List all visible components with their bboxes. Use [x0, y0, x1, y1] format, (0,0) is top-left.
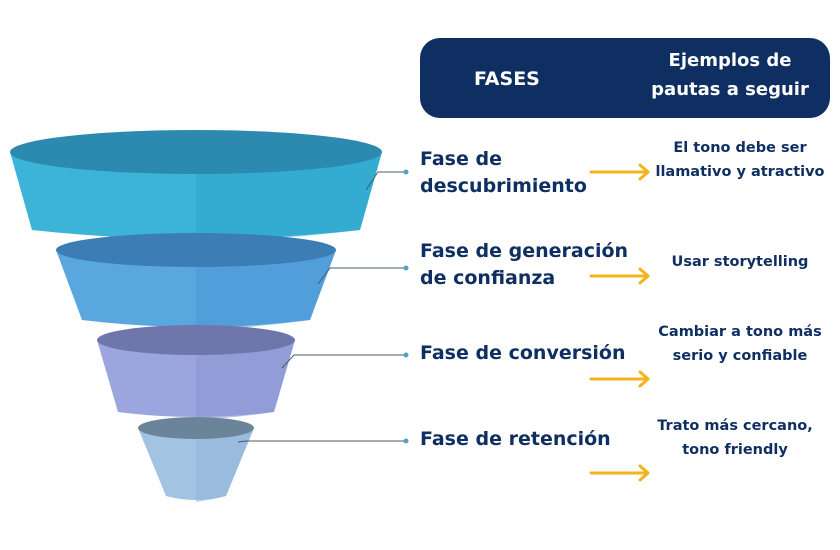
connector-line-2 [317, 267, 404, 285]
example-text-descubrimiento: El tono debe ser llamativo y atractivo [655, 140, 825, 180]
funnel-segment-2 [56, 233, 336, 330]
phase-label-descubrimiento: Fase de descubrimiento [420, 148, 587, 197]
phase-label-retencion: Fase de retención [420, 428, 611, 450]
funnel-segment-1 [10, 130, 382, 242]
funnel-segment-4 [138, 417, 254, 502]
connector-dot-3 [403, 352, 409, 358]
example-text-confianza: Usar storytelling [671, 254, 809, 270]
connector-line-1 [365, 171, 404, 191]
arrow-right-icon [589, 370, 650, 388]
phase-label-confianza: Fase de generación de confianza [420, 240, 629, 289]
example-text-conversion: Cambiar a tono más serio y confiable [658, 324, 822, 364]
header-phases-label: FASES [474, 68, 540, 90]
arrow-right-icon [589, 163, 650, 181]
connector-line-4 [237, 440, 404, 443]
connector-dot-4 [403, 438, 409, 444]
header-examples-label: Ejemplos de pautas a seguir [651, 50, 809, 100]
arrow-right-icon [589, 464, 650, 482]
phase-label-conversion: Fase de conversión [420, 342, 626, 364]
arrow-right-icon [589, 267, 650, 285]
connector-dot-2 [403, 265, 409, 271]
table-header: FASES Ejemplos de pautas a seguir [420, 38, 830, 118]
funnel-segment-3 [97, 325, 295, 420]
connector-dot-1 [403, 169, 409, 175]
connector-line-3 [281, 354, 404, 369]
example-text-retencion: Trato más cercano, tono friendly [657, 418, 813, 458]
